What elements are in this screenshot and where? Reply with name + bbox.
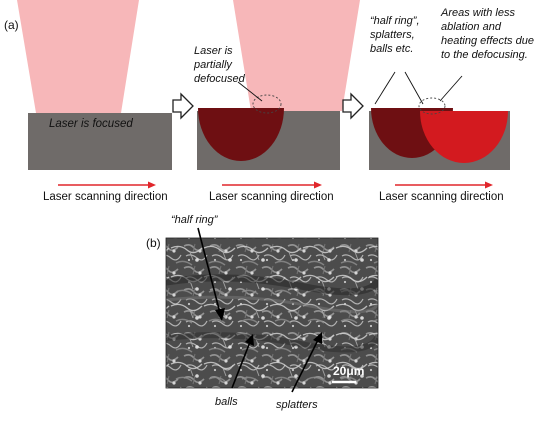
substrate (28, 113, 172, 170)
stage-transition-arrow (172, 92, 194, 120)
stage3-right-note-line: ablation and (441, 21, 501, 33)
scan-direction-arrowhead (314, 181, 322, 189)
ablation-crater (198, 108, 284, 161)
stage3-left-note: “half ring”, splatters, balls etc. (370, 14, 420, 56)
label-pointer (237, 81, 263, 102)
stage2-label: Laser is partially defocused (194, 44, 245, 86)
scan-direction-arrowhead (485, 181, 493, 189)
label-pointer (374, 71, 396, 105)
stage2-direction-label: Laser scanning direction (209, 191, 334, 203)
stage2-label-line: partially (194, 59, 232, 71)
annotation-arrowhead (245, 334, 254, 346)
stage2-label-line: defocused (194, 73, 245, 85)
stage3-right-note-line: heating effects due (441, 35, 534, 47)
stage-transition-arrow (342, 92, 364, 120)
stage3-left-note-line: “half ring”, (370, 15, 420, 27)
stage3-left-note-line: splatters, (370, 29, 415, 41)
balls-label: balls (215, 396, 238, 408)
scale-bar-label: 20μm (333, 364, 365, 378)
defocus-region-marker (418, 97, 446, 115)
defocus-region-marker (252, 94, 282, 114)
annotation-arrow (231, 341, 251, 389)
annotation-arrowhead (313, 332, 322, 344)
half-ring-label: “half ring” (171, 214, 218, 226)
stage1-label: Laser is focused (49, 118, 133, 130)
annotation-arrow (291, 339, 319, 393)
splatters-label: splatters (276, 399, 318, 411)
laser-beam (17, 0, 139, 113)
ablation-crater-current (420, 111, 508, 163)
panel-a-letter: (a) (4, 18, 19, 32)
sem-micrograph (166, 238, 378, 388)
stage3-direction-label: Laser scanning direction (379, 191, 504, 203)
scan-direction-arrowhead (148, 181, 156, 189)
panel-b-letter: (b) (146, 236, 161, 250)
label-pointer (439, 75, 463, 102)
stage3-right-note: Areas with less ablation and heating eff… (441, 6, 534, 62)
stage3-right-note-line: to the defocusing. (441, 49, 528, 61)
stage3-left-note-line: balls etc. (370, 43, 414, 55)
laser-beam (233, 0, 360, 111)
annotation-arrowhead (215, 308, 225, 321)
stage3-right-note-line: Areas with less (441, 7, 515, 19)
stage1-direction-label: Laser scanning direction (43, 191, 168, 203)
annotation-arrow (197, 227, 221, 314)
stage2-label-line: Laser is (194, 45, 233, 57)
label-pointer (404, 71, 424, 105)
